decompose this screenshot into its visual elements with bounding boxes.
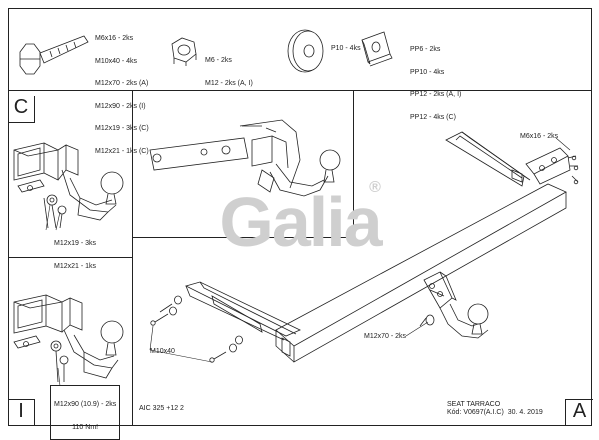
nut-spec: M12 - 2ks (A, I) <box>205 79 253 87</box>
galia-logo: Galia ® <box>219 179 385 261</box>
plate-spec: PP12 - 2ks (A, I) <box>410 91 462 98</box>
view-i-torque-callout: M12x90 (10.9) - 2ks 110 Nm! <box>50 385 121 440</box>
bolts-list: M6x16 - 2ks M10x40 - 4ks M12x70 - 2ks (A… <box>95 20 149 163</box>
bolt-spec: M10x40 - 4ks <box>95 57 138 65</box>
bolt-spec: M6x16 - 2ks <box>95 35 134 42</box>
footer-vehicle: SEAT TARRACO <box>447 401 501 408</box>
view-c-callout: M12x19 - 3ks <box>54 240 97 247</box>
view-i-torque: 110 Nm! <box>72 423 99 431</box>
view-a-letter: A <box>565 399 593 426</box>
view-a-callout-center: M12x70 - 2ks <box>364 333 407 340</box>
nut-spec: M6 - 2ks <box>205 57 232 64</box>
view-i-hitch-drawing <box>13 294 124 383</box>
view-c-callout: M12x21 - 1ks <box>54 262 97 270</box>
plate-spec: PP12 - 4ks (C) <box>410 113 456 121</box>
washer-icon <box>287 29 324 73</box>
bolt-spec: M12x70 - 2ks (A) <box>95 80 149 87</box>
detail-inset-drawing <box>149 119 341 197</box>
view-c-callouts: M12x19 - 3ks M12x21 - 1ks <box>54 225 96 278</box>
bolt-spec: M12x90 - 2ks (I) <box>95 102 146 110</box>
view-c-letter: C <box>8 96 35 123</box>
detail-inset-box <box>132 90 354 238</box>
view-a-callout-left: M10x40 <box>150 348 175 355</box>
view-i-box <box>8 257 133 426</box>
galia-logo-mark: ® <box>369 179 381 196</box>
view-i-letter: I <box>8 399 35 426</box>
view-i-bolt-spec: M12x90 (10.9) - 2ks <box>54 401 117 408</box>
galia-logo-text: Galia <box>219 183 383 261</box>
nuts-list: M6 - 2ks M12 - 2ks (A, I) <box>205 42 253 95</box>
bolt-spec: M12x21 - 1ks (C) <box>95 147 149 155</box>
view-a-tow-bar-drawing <box>150 131 579 363</box>
view-a-callout-top: M6x16 - 2ks <box>520 133 559 140</box>
bolt-spec: M12x19 - 3ks (C) <box>95 125 149 132</box>
washer-spec: P10 - 4ks <box>331 45 361 52</box>
footer-doc-code: Kód: V0697(A.I.C) 30. 4. 2019 <box>447 409 543 416</box>
view-c-hitch-drawing <box>13 142 124 229</box>
callout-leaders <box>45 137 571 387</box>
footer-code: AIC 325 +12 2 <box>139 405 184 412</box>
nut-icon <box>171 37 197 66</box>
plate-spec: PP6 - 2ks <box>410 46 441 53</box>
bolt-icon <box>19 35 89 75</box>
plates-list: PP6 - 2ks PP10 - 4ks PP12 - 2ks (A, I) P… <box>410 31 461 129</box>
plate-spec: PP10 - 4ks <box>410 68 445 76</box>
plate-washer-icon <box>361 31 393 67</box>
